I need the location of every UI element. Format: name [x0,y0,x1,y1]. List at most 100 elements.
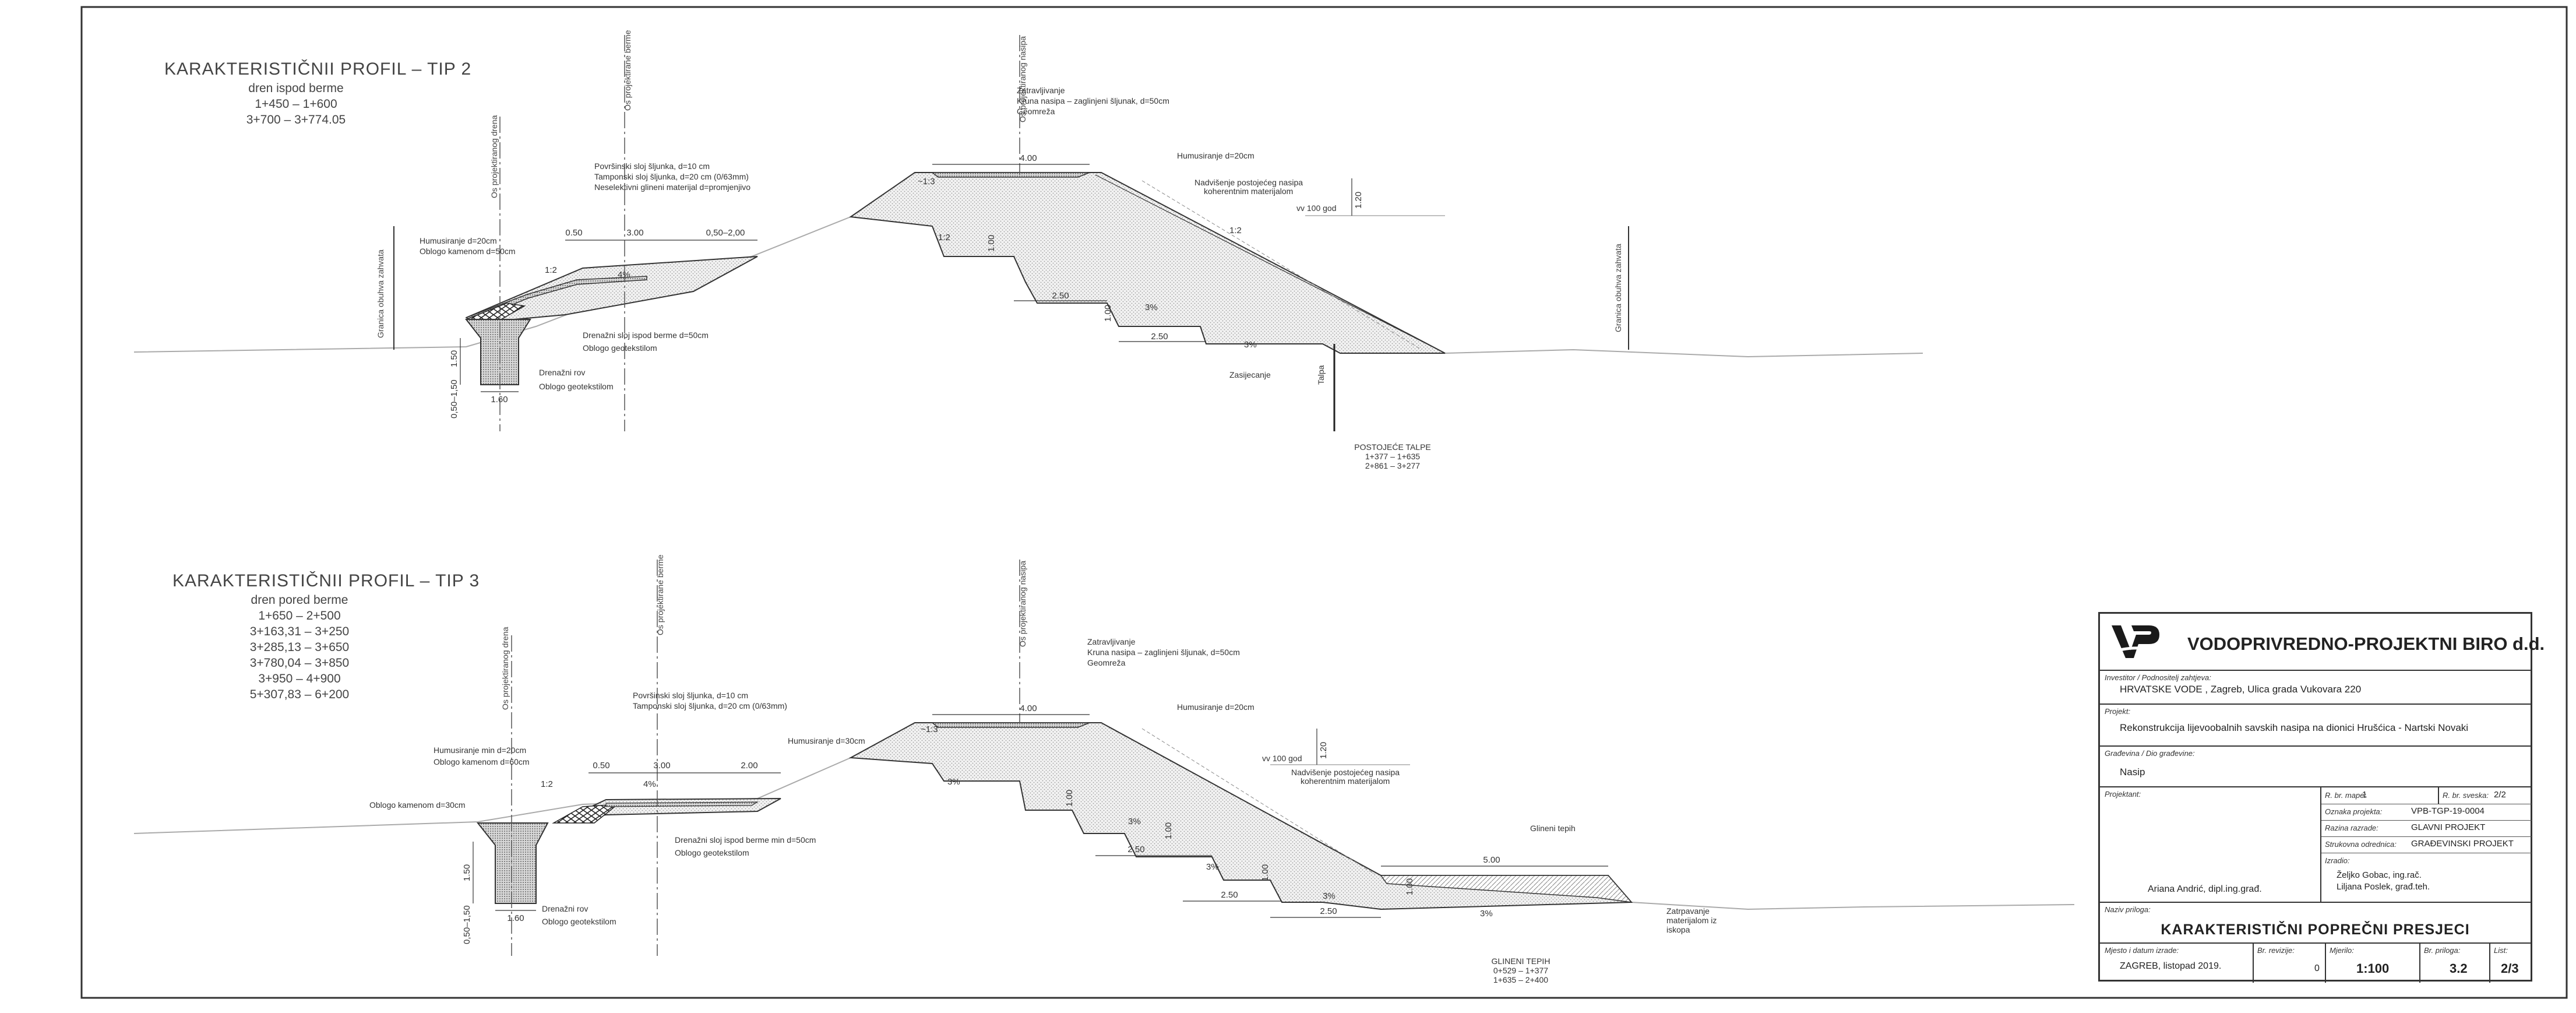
attachment-name-row: Naziv priloga: KARAKTERISTIČNI POPREČNI … [2100,902,2531,942]
tip3-dim-120: 1.20 [1319,742,1328,759]
tip2-dim-150: 1.50 [449,350,459,367]
tip3-old-slope [1141,728,1376,875]
tip3-note-gline-tepih: Glineni tepih [1530,824,1576,833]
tip3-dim-050-150: 0,50–1,50 [462,905,472,944]
title-block: VODOPRIVREDNO-PROJEKTNI BIRO d.d. Invest… [2098,612,2545,983]
author-label: Izradio: [2325,856,2350,865]
project-value: Rekonstrukcija lijevoobalnih savskih nas… [2120,722,2469,733]
tip3-dim-050: 0.50 [593,761,609,771]
tip3-title: KARAKTERISTIČNII PROFIL – TIP 3 [172,571,480,590]
attachment-name-value: KARAKTERISTIČNI POPREČNI PRESJECI [2161,921,2470,938]
tip2-dim-160: 1.60 [491,395,508,405]
tip3-note-oblog60: Oblogo kamenom d=60cm [434,757,530,766]
footer-row: Mjesto i datum izrade: ZAGREB, listopad … [2100,942,2531,983]
scale-label: Mjerilo: [2330,946,2354,955]
building-row: Građevina / Dio građevine: Nasip [2100,745,2531,786]
tip3-range-3: 3+285,13 – 3+650 [250,641,350,654]
tip2-note-tamponski: Tamponski sloj šljunka, d=20 cm (0/63mm) [594,172,749,181]
tip3-range-4: 3+780,04 – 3+850 [250,656,350,670]
tip2-range-1: 1+450 – 1+600 [255,97,337,111]
tip3-range-1: 1+650 – 2+500 [258,609,340,622]
tip2-dim-250a: 2.50 [1052,291,1069,301]
tip2-note-drenazni-rov: Drenažni rov [539,368,585,377]
tip3-dim-100c: 1.00 [1260,864,1270,881]
tip3-pct-3a: 3% [947,777,960,787]
tip2-title: KARAKTERISTIČNII PROFIL – TIP 2 [164,59,471,79]
tip2-range-2: 3+700 – 3+774.05 [246,113,346,126]
tip2-note-geomreza: Geomreža [1017,107,1055,116]
tip2-note-neselektivni: Neselektivni glineni materijal d=promjen… [594,182,750,192]
project-label: Projekt: [2105,707,2131,716]
tip3-dim-250b: 2.50 [1221,890,1238,900]
meta-divider [2438,787,2439,804]
tip3-drain-axis-label: Os projektiranog drena [501,627,510,710]
tip2-dim-050: 0.50 [565,228,582,238]
tip2-note-povrsinski: Površinski sloj šljunka, d=10 cm [594,161,710,171]
tip2-postojece-1: 1+377 – 1+635 [1365,452,1420,461]
tip2-drain-trench [464,319,531,385]
revision-value: 0 [2314,963,2320,973]
tip3-dim-200: 2.00 [741,761,757,771]
tip3-note-zatravljivanje: Zatravljivanje [1087,637,1136,646]
tip2-note-drenazni: Drenažni sloj ispod berme d=50cm [583,330,709,340]
tip2-note-geotekstil: Oblogo geotekstilom [583,343,657,353]
tip3-note-tamponski: Tamponski sloj šljunka, d=20 cm (0/63mm) [633,701,787,710]
tip2-levee [849,172,1446,354]
level-label: Razina razrade: [2325,824,2378,832]
tip2-pct-3a: 3% [1145,303,1158,312]
tip3-dim-100b: 1.00 [1164,822,1174,839]
tip3-dim-400: 4.00 [1020,704,1037,713]
tip3-pct-4: 4% [643,779,656,789]
tip3-note-drenazni-rov: Drenažni rov [542,904,588,913]
tip3-note-humus-min: Humusiranje min d=20cm [434,745,526,755]
tip2-dim-050-150: 0,50–1,50 [449,379,459,418]
tip3-note-povrsinski: Površinski sloj šljunka, d=10 cm [633,691,748,700]
map-no-label: R. br. mape: [2325,791,2367,800]
tip3-subtitle: dren pored berme [251,593,348,607]
sheet-value: 2/3 [2501,961,2519,976]
tip2-pct-4: 4% [618,270,630,280]
place-date-label: Mjesto i datum izrade: [2105,946,2179,955]
tip2-postojece-2: 2+861 – 3+277 [1365,461,1420,470]
footer-divider-2 [2325,944,2326,983]
project-code-value: VPB-TGP-19-0004 [2411,806,2485,816]
tip2-note-humus: Humusiranje d=20cm [1177,151,1254,160]
tip3-slope-13: ~1:3 [921,724,938,734]
tip3-dim-250c: 2.50 [1320,906,1337,916]
tip3-pct-3d: 3% [1323,891,1335,901]
tip3-note-drenazni: Drenažni sloj ispod berme min d=50cm [675,835,816,845]
tip3-note-zatrpavanje3: iskopa [1666,925,1690,934]
tip3-range-5: 3+950 – 4+900 [258,672,340,685]
tip3-range-6: 5+307,83 – 6+200 [250,688,350,701]
designer-divider [2320,787,2321,903]
tip2-pct-3b: 3% [1244,340,1257,350]
tip3-note-geomreza: Geomreža [1087,658,1126,667]
tip2-terrain-right [1444,349,1923,358]
project-row: Projekt: Rekonstrukcija lijevoobalnih sa… [2100,704,2531,745]
footer-divider-1 [2253,944,2254,983]
tip2-boundary-right-label: Granica obuhva zahvata [1613,244,1623,332]
tip2-note-nadvisenje1: Nadvišenje postojećeg nasipa [1194,178,1303,187]
tip3-glineni-title: GLINENI TEPIH [1492,956,1550,966]
tip2-note-humus-left: Humusiranje d=20cm [420,236,497,245]
tip2-vv100: vv 100 god [1296,203,1337,213]
discipline-value: GRAĐEVINSKI PROJEKT [2411,839,2514,849]
tip3-slope-12: 1:2 [541,779,553,789]
tip3-note-zatrpavanje1: Zatrpavanje [1666,906,1710,916]
tip2-old-slope [1141,180,1422,350]
tip3-drain-trench [476,822,549,904]
attachment-name-label: Naziv priloga: [2105,905,2151,914]
investor-label: Investitor / Podnositelj zahtjeva: [2105,673,2211,682]
meta-row-izradio: Izradio: Željko Gobac, ing.rač. Liljana … [2321,853,2532,903]
tip2-note-talpa: Talpa [1316,365,1326,385]
tip3-pct-3b: 3% [1128,817,1141,826]
tip2-slope-12c: 1:2 [1229,226,1242,235]
tip2-dim-400: 4.00 [1020,153,1037,163]
tip3-dim-500: 5.00 [1483,855,1500,865]
tip2-subtitle: dren ispod berme [248,82,343,95]
tip3-dim-250a: 2.50 [1127,845,1144,854]
tip3-pct-3e: 3% [1480,909,1493,919]
footer-divider-3 [2419,944,2420,983]
meta-row-mapa: R. br. mape: 1 R. br. sveska: 2/2 [2321,787,2532,804]
